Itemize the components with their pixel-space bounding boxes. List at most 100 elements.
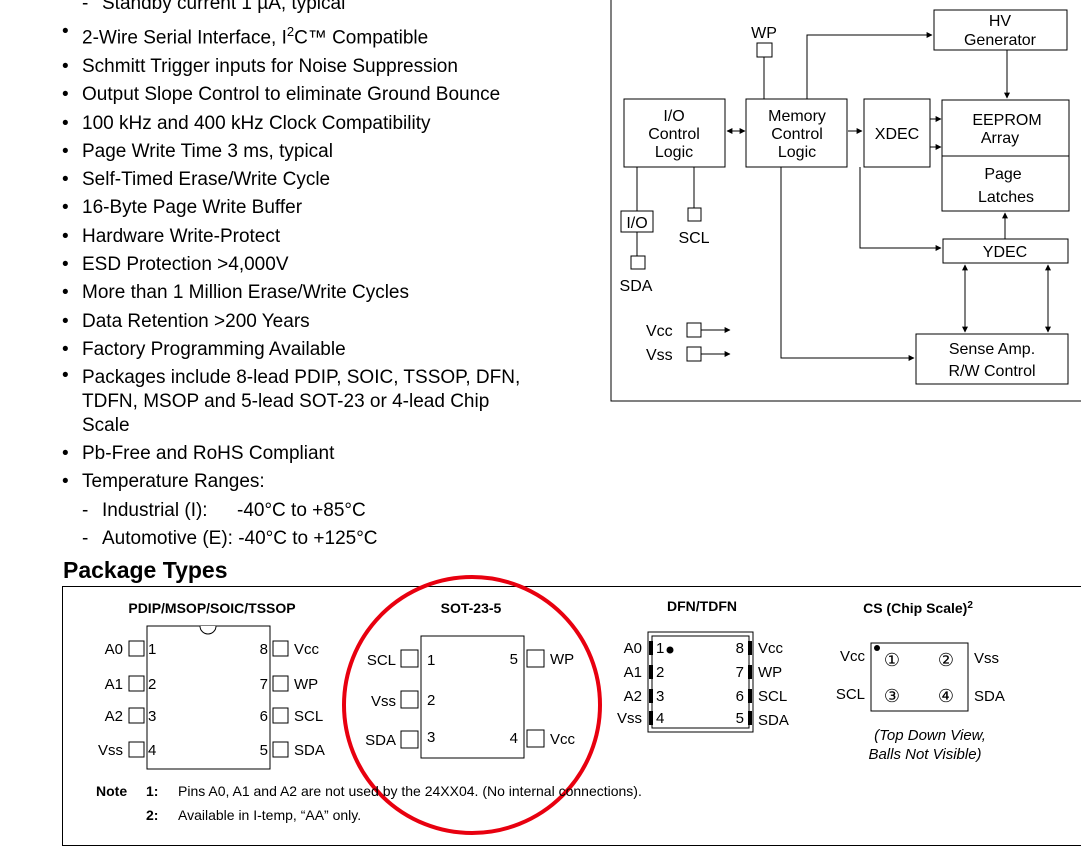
io-control-box xyxy=(623,98,726,168)
vss-pin xyxy=(686,346,702,362)
dfn-pad xyxy=(748,711,752,725)
feature-item: Pb-Free and RoHS Compliant xyxy=(60,440,620,469)
io-control-label-1: I/O xyxy=(663,108,684,125)
feature-item: Page Write Time 3 ms, typical xyxy=(60,138,620,167)
feature-item: Data Retention >200 Years xyxy=(60,308,620,337)
pdip-pin xyxy=(128,741,145,758)
pdip-pin-num: 4 xyxy=(148,742,156,759)
dfn-pin-name: WP xyxy=(758,664,782,681)
feature-item: Self-Timed Erase/Write Cycle xyxy=(60,166,620,195)
sot-right-pins: 5 4 WP Vcc xyxy=(510,649,576,748)
dfn-pad xyxy=(649,689,653,703)
pdip-pin-name: Vss xyxy=(98,742,123,759)
pdip-title: PDIP/MSOP/SOIC/TSSOP xyxy=(128,600,295,616)
hv-generator-label-2: Generator xyxy=(964,32,1037,49)
sot-pin-num: 1 xyxy=(427,652,435,669)
dfn-pin-name: SCL xyxy=(758,688,787,705)
vcc-label: Vcc xyxy=(646,323,673,340)
dfn-pad xyxy=(748,641,752,655)
pdip-pin xyxy=(272,640,289,657)
cs-title-sup: 2 xyxy=(967,600,973,611)
temp-range-industrial: Industrial (I):-40°C to +85°C xyxy=(60,497,620,526)
sot-pin-num: 4 xyxy=(510,730,518,747)
note-number: 2: xyxy=(146,807,159,823)
sot-pin-name: SDA xyxy=(365,732,396,749)
feature-item: Factory Programming Available xyxy=(60,336,620,365)
pdip-left-pins: A0 A1 A2 Vss 1 2 3 4 xyxy=(98,640,156,759)
dfn-pad xyxy=(649,665,653,679)
dfn-right-pins: 8 7 6 5 Vcc WP SCL SDA xyxy=(736,640,789,729)
feature-item: 16-Byte Page Write Buffer xyxy=(60,194,620,223)
page-latches-box xyxy=(941,155,1070,212)
note-text: Pins A0, A1 and A2 are not used by the 2… xyxy=(178,783,642,799)
pdip-pin xyxy=(128,675,145,692)
sense-amp-box xyxy=(915,333,1069,385)
block-diagram: HV Generator WP I/O Control Logic Memory… xyxy=(610,0,1081,402)
feature-item: Temperature Ranges: xyxy=(60,468,620,497)
wp-label: WP xyxy=(751,25,777,42)
feature-i2c-post: C™ Compatible xyxy=(294,27,429,49)
cs-ball-name: Vss xyxy=(974,650,999,667)
dfn-pin-num: 5 xyxy=(736,710,744,727)
dfn-pin-num: 2 xyxy=(656,664,664,681)
sot-pin-name: WP xyxy=(550,651,574,668)
feature-item: Schmitt Trigger inputs for Noise Suppres… xyxy=(60,53,620,82)
temp-range-value: -40°C to +125°C xyxy=(238,528,378,550)
io-control-label-3: Logic xyxy=(655,144,693,161)
dfn-body-inner xyxy=(651,635,750,729)
pdip-notch xyxy=(199,625,217,635)
sot-pin xyxy=(400,649,419,668)
sot-left-pins: SCL Vss SDA 1 2 3 xyxy=(365,649,435,749)
pdip-pin-num: 2 xyxy=(148,676,156,693)
xdec-label: XDEC xyxy=(875,126,919,143)
feature-item: Output Slope Control to eliminate Ground… xyxy=(60,81,620,110)
sot-body xyxy=(420,635,525,759)
memory-control-label-3: Logic xyxy=(778,144,816,161)
feature-item: Hardware Write-Protect xyxy=(60,223,620,252)
temp-range-value: -40°C to +85°C xyxy=(237,499,366,521)
cs-title-text: CS (Chip Scale) xyxy=(863,600,967,616)
dfn-left-pins: A0 A1 A2 Vss 1 2 3 4 xyxy=(617,640,664,727)
memory-control-label-2: Control xyxy=(771,126,823,143)
cs-body xyxy=(870,642,969,712)
eeprom-array-box xyxy=(941,99,1070,157)
note-text: Available in I-temp, “AA” only. xyxy=(178,807,362,823)
ydec-box xyxy=(942,238,1069,264)
temp-range-label: Automotive (E): xyxy=(102,528,233,550)
eeprom-array-label-2: Array xyxy=(981,130,1019,147)
feature-item-packages: Packages include 8-lead PDIP, SOIC, TSSO… xyxy=(60,364,522,440)
pdip-pin-num: 8 xyxy=(260,641,268,658)
sda-pin xyxy=(630,255,646,270)
dfn-pin-num: 8 xyxy=(736,640,744,657)
memory-senseamp-wire xyxy=(780,167,915,361)
dfn-pin-name: A2 xyxy=(624,688,642,705)
cs-pin1-dot xyxy=(874,645,880,651)
feature-standby-current: Standby current 1 µA, typical xyxy=(60,0,620,19)
pdip-pin xyxy=(272,675,289,692)
cs-ball-name: SCL xyxy=(836,686,865,703)
feature-i2c-pre: 2-Wire Serial Interface, I xyxy=(82,27,287,49)
cs-ball-num: ③ xyxy=(884,686,900,706)
sda-label: SDA xyxy=(620,278,653,295)
dfn-pin-num: 3 xyxy=(656,688,664,705)
vcc-pin xyxy=(686,322,702,338)
pdip-right-pins: 8 7 6 5 Vcc WP SCL SDA xyxy=(260,640,325,759)
vss-label: Vss xyxy=(646,347,673,364)
temp-range-automotive: Automotive (E): -40°C to +125°C xyxy=(60,525,620,554)
cs-ball-name: SDA xyxy=(974,688,1005,705)
eeprom-array-label-1: EEPROM xyxy=(972,112,1041,129)
dfn-pad xyxy=(748,665,752,679)
pdip-body xyxy=(146,625,271,770)
cs-ball-num: ① xyxy=(884,650,900,670)
pdip-pin-name: A2 xyxy=(105,708,123,725)
pdip-pin-name: A0 xyxy=(105,641,123,658)
sot-title: SOT-23-5 xyxy=(441,600,502,616)
memory-control-label-1: Memory xyxy=(768,108,826,125)
dfn-pad xyxy=(649,711,653,725)
sot-pin-name: Vcc xyxy=(550,731,576,748)
pdip-pin-num: 1 xyxy=(148,641,156,658)
pdip-pin-num: 3 xyxy=(148,708,156,725)
diagram-frame xyxy=(610,0,1081,402)
feature-i2c-sup: 2 xyxy=(286,24,295,40)
memory-ydec-wire xyxy=(859,167,942,251)
